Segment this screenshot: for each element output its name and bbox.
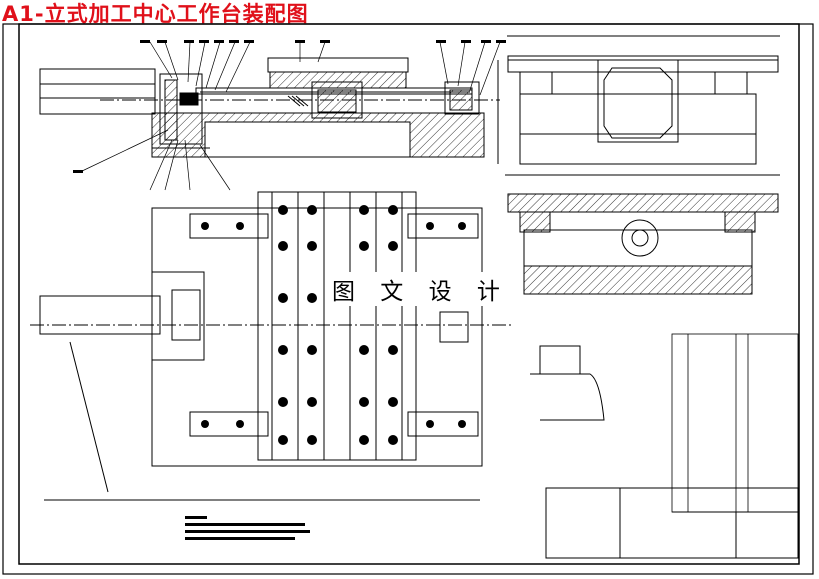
parts-list <box>671 333 799 513</box>
inner-border <box>18 23 800 565</box>
part-number-tags <box>73 40 506 173</box>
plan-view <box>30 191 512 501</box>
detail-view <box>530 345 605 421</box>
watermark-text: 图 文 设 计 <box>330 272 511 306</box>
title-banner: A1-立式加工中心工作台装配图 <box>2 2 309 26</box>
technical-notes <box>185 516 310 540</box>
front-section-view <box>39 57 500 158</box>
side-view <box>497 35 780 165</box>
leader-lines <box>79 41 501 191</box>
cross-section-view <box>505 174 780 295</box>
title-block <box>545 487 799 559</box>
